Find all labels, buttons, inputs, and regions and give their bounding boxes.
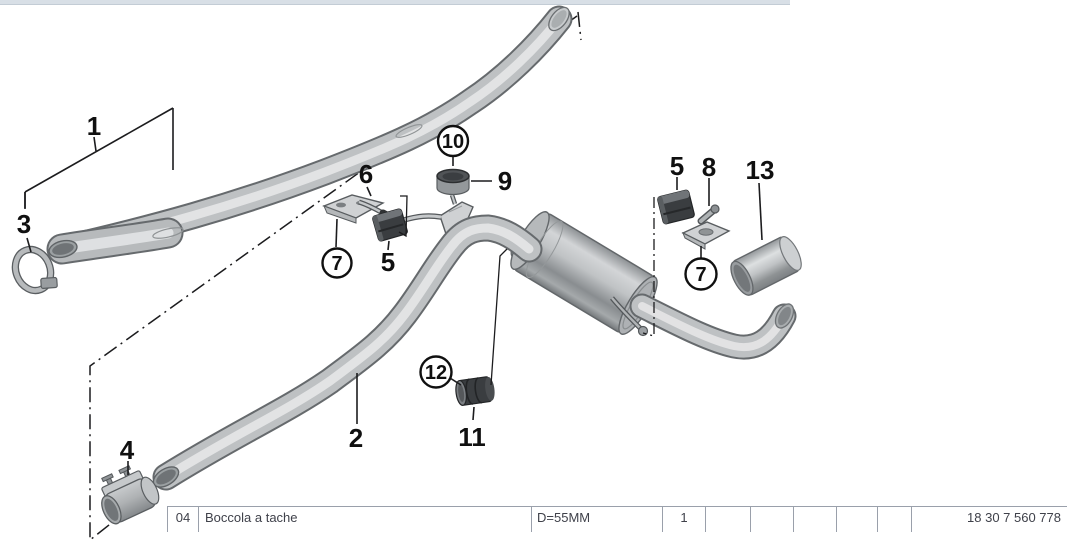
callout-4[interactable]: 4 [120, 435, 135, 465]
callout-12[interactable]: 12 [419, 355, 453, 389]
table-empty-cell [836, 507, 877, 532]
bracket-plate-7-right [681, 221, 731, 250]
leader-lines [24, 157, 763, 475]
window-top-edge [0, 0, 790, 5]
table-cell-quantity[interactable]: 1 [662, 507, 705, 532]
table-cell-position[interactable]: 04 [167, 507, 198, 532]
rubber-bushing-11 [455, 376, 495, 406]
callout-9[interactable]: 9 [498, 166, 512, 196]
callout-13[interactable]: 13 [746, 155, 775, 185]
rubber-block-5-left [372, 208, 408, 242]
callout-7-left[interactable]: 7 [321, 247, 353, 279]
tailpipe-tip-13 [730, 236, 802, 296]
callouts: 1 2 3 4 5 5 6 8 9 11 13 7 7 10 12 [17, 111, 775, 465]
callout-5-right[interactable]: 5 [670, 151, 684, 181]
bolt-8 [697, 204, 720, 225]
callout-11[interactable]: 11 [458, 422, 486, 452]
svg-text:12: 12 [425, 362, 447, 384]
svg-text:7: 7 [331, 253, 342, 275]
tail-pipe [642, 301, 797, 347]
assembly-centerline [89, 11, 582, 542]
callout-3[interactable]: 3 [17, 209, 31, 239]
table-cell-dimension[interactable]: D=55MM [531, 507, 662, 532]
rubber-block-5-right [657, 189, 695, 225]
table-cell-description[interactable]: Boccola a tache [198, 507, 531, 532]
pipe-clamp-4 [101, 465, 160, 525]
callout-2[interactable]: 2 [349, 423, 363, 453]
callout-5-left[interactable]: 5 [381, 247, 395, 277]
table-empty-cell [705, 507, 750, 532]
rear-pipe [150, 228, 529, 491]
callout-1[interactable]: 1 [87, 111, 101, 141]
callout-7-right[interactable]: 7 [684, 257, 718, 291]
parts-table: 04 Boccola a tache D=55MM 1 18 30 7 560 … [167, 506, 1067, 532]
svg-text:10: 10 [442, 131, 464, 153]
muffler [510, 211, 658, 337]
rubber-grommet-9 [436, 168, 470, 196]
table-empty-cell [877, 507, 911, 532]
callout-8[interactable]: 8 [702, 152, 716, 182]
callout-6[interactable]: 6 [359, 159, 373, 189]
table-empty-cell [750, 507, 793, 532]
table-cell-part-number[interactable]: 18 30 7 560 778 [911, 507, 1067, 532]
band-clamp-3 [11, 245, 58, 295]
svg-text:7: 7 [695, 264, 706, 286]
table-empty-cell [793, 507, 836, 532]
front-pipe [47, 4, 573, 260]
callout-10[interactable]: 10 [436, 124, 470, 158]
